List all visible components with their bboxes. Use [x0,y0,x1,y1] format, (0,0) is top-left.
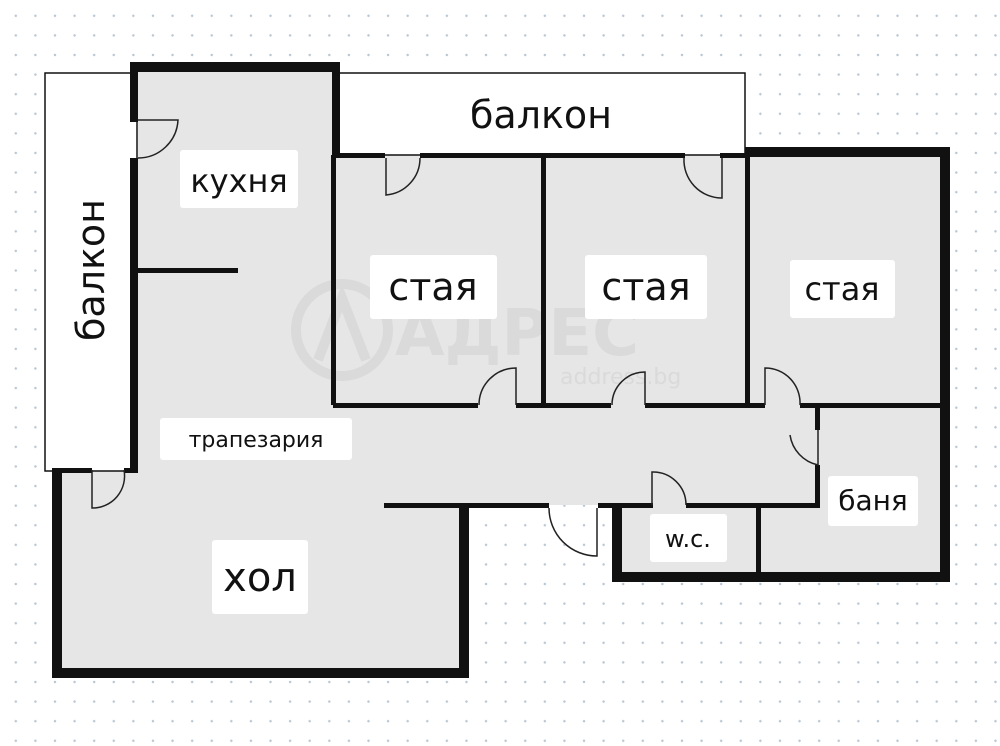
wall-rooms-bottom-a [333,403,478,408]
wall-room2-top-c [720,153,748,158]
wall-corridor-bottom-b [598,503,653,508]
wall-rooms-bottom-d [800,403,945,408]
wall-room1-2 [541,155,546,407]
wall-room1-top-b [420,153,685,158]
door-entrance [548,507,598,557]
wall-kitchen-right [332,62,340,157]
doors [91,119,819,557]
door-wc [651,471,687,506]
wall-rooms-bottom-b [516,403,611,408]
label-bathroom: баня [838,484,908,517]
label-room-3: стая [804,270,879,308]
label-box-room-2 [585,255,707,319]
label-balcony-top: балкон [470,93,612,137]
door-room2-balcony [683,157,723,199]
wall-bottom-right [612,572,950,582]
label-box-bathroom [828,476,918,526]
wall-right-outer [940,147,950,582]
wall-room2-3 [745,155,750,407]
label-box-room-3 [790,260,895,318]
wall-living-left [52,468,62,678]
walls [52,62,950,678]
label-balcony-left: балкон [69,199,113,341]
wall-living-top [52,468,92,473]
label-kitchen: кухня [190,162,287,200]
wall-wc-bath [756,505,761,577]
wall-top-kitchen [130,62,340,72]
door-room1-corridor [478,367,517,406]
room-labels: балкон балкон кухня стая стая стая трапе… [69,93,918,614]
balcony-left [44,72,138,472]
wall-bath-left-bottom [815,465,820,507]
wall-corridor-bottom-a [384,503,549,508]
wall-bath-bottom [760,503,820,508]
wall-kitchen-left-low [130,158,138,470]
wall-right-block-top [745,147,950,157]
door-kitchen-balcony [137,119,179,159]
label-dining: трапезария [189,428,324,453]
label-living: хол [223,555,297,601]
watermark-url: address.bg [560,365,681,390]
wall-rooms-bottom-c [645,403,765,408]
label-room-2: стая [601,265,690,309]
balcony-top [334,72,746,156]
door-bathroom [789,430,819,466]
label-box-dining [160,418,352,460]
label-wc: w.c. [665,525,711,553]
room-fills [60,70,945,675]
door-living-balcony [91,469,126,509]
wall-room1-left [331,155,336,405]
door-room1-balcony [385,157,421,196]
wall-corridor-bottom-c [686,503,761,508]
label-box-room-1 [370,255,497,319]
label-box-kitchen [180,150,298,208]
door-room2-corridor [611,371,646,406]
wall-room1-top-a [333,153,385,158]
wall-living-top-b [124,468,138,473]
wall-kitchen-left [130,62,138,122]
wall-wc-left [612,508,622,582]
wall-bath-left-top [815,405,820,430]
wall-living-right [459,508,469,678]
door-room3-corridor [764,367,801,406]
label-room-1: стая [388,265,477,309]
wall-living-bottom [52,668,469,678]
label-box-living [212,540,308,614]
label-box-wc [650,514,727,562]
wall-kitchen-partition [138,268,238,273]
